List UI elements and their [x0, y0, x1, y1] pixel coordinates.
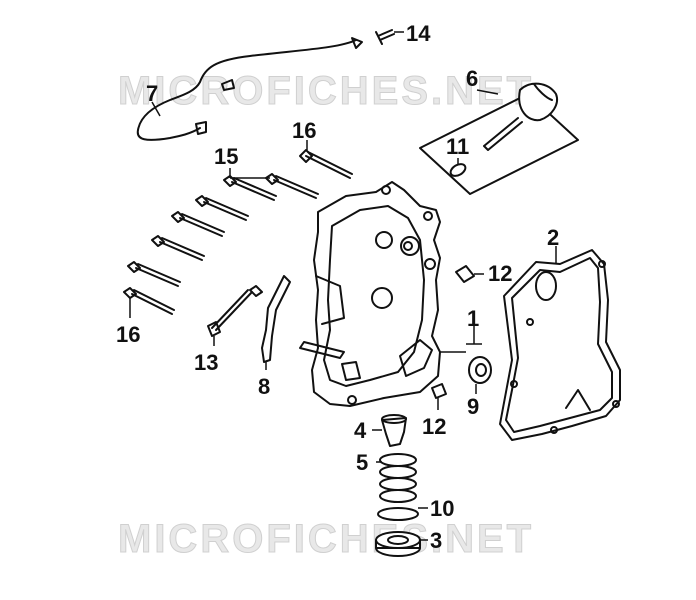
callout-11: 11: [446, 134, 469, 159]
part-9-oil-seal[interactable]: [468, 356, 492, 394]
part-12-dowel-upper[interactable]: [455, 265, 484, 283]
part-15-bolt-set[interactable]: [127, 168, 319, 287]
part-13-bolt[interactable]: [207, 285, 263, 346]
part-1-crankcase-cover[interactable]: [299, 181, 482, 407]
part-6-dipstick[interactable]: [419, 82, 579, 195]
callout-2: 2: [547, 225, 559, 250]
callout-8: 8: [258, 374, 270, 399]
callout-5: 5: [356, 450, 368, 475]
callout-3: 3: [430, 528, 442, 553]
part-7-cable[interactable]: [136, 37, 363, 141]
part-3-drain-plug[interactable]: [375, 531, 428, 557]
watermark-top: MICROFICHES.NET: [118, 69, 534, 113]
part-11-o-ring[interactable]: [449, 158, 468, 178]
callout-6: 6: [466, 66, 478, 91]
callout-1: 1: [467, 306, 479, 331]
part-8-gasket-strip[interactable]: [261, 275, 291, 370]
callout-15: 15: [214, 144, 238, 169]
callout-10: 10: [430, 496, 454, 521]
callout-4: 4: [354, 418, 367, 443]
callout-16-top: 16: [292, 118, 316, 143]
callout-7: 7: [146, 81, 158, 106]
callout-14: 14: [406, 21, 431, 46]
callout-13: 13: [194, 350, 218, 375]
part-12-dowel-lower[interactable]: [431, 383, 447, 410]
callout-12-lower: 12: [422, 414, 446, 439]
callout-16-left: 16: [116, 322, 140, 347]
part-10-o-ring[interactable]: [377, 507, 428, 521]
part-4-strainer[interactable]: [372, 414, 407, 447]
part-14-screw[interactable]: [375, 29, 404, 45]
part-16-bolt-left[interactable]: [123, 287, 175, 318]
callout-9: 9: [467, 394, 479, 419]
part-16-bolt-top[interactable]: [299, 140, 353, 179]
part-2-gasket[interactable]: [499, 246, 621, 441]
callout-12-upper: 12: [488, 261, 512, 286]
watermark-bottom: MICROFICHES.NET: [118, 517, 534, 561]
part-5-spring[interactable]: [376, 453, 417, 503]
